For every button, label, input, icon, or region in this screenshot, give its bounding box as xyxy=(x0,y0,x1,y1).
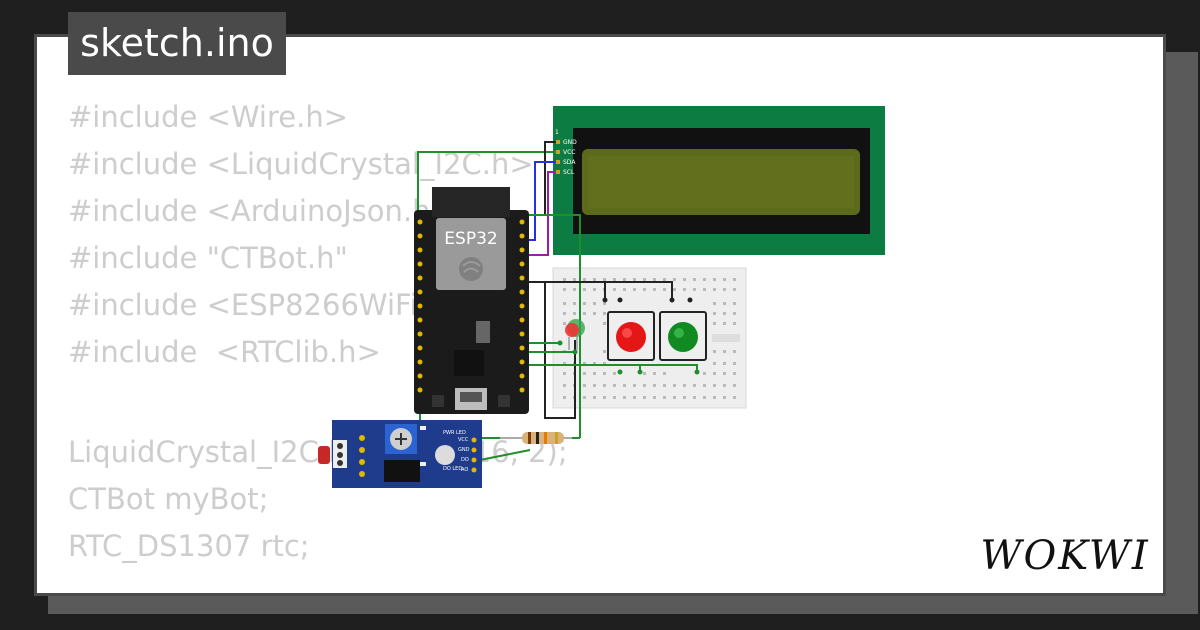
lcd-pin-vcc: VCC xyxy=(563,149,575,156)
lcd-display[interactable] xyxy=(553,106,885,255)
code-line: RTC_DS1307 rtc; xyxy=(68,529,310,563)
ldr-pin-gnd: GND xyxy=(458,447,470,453)
wokwi-logo: WOKWI xyxy=(980,533,1149,579)
ldr-pwr-led-label: PWR LED xyxy=(443,430,466,436)
ldr-labels: PWR LED DO LED VCC GND DO AO xyxy=(443,430,470,473)
resistor[interactable] xyxy=(500,432,572,444)
code-line: #include <Wire.h> xyxy=(68,100,349,134)
ldr-sensor-module[interactable] xyxy=(318,420,482,488)
lcd-pin-index: 1 xyxy=(555,129,559,136)
code-editor: #include <Wire.h> #include <LiquidCrysta… xyxy=(68,100,828,590)
esp32-label: ESP32 xyxy=(444,229,497,249)
lcd-pin-scl: SCL xyxy=(563,169,575,176)
code-line: CTBot myBot; xyxy=(68,482,269,516)
ldr-do-led-label: DO LED xyxy=(443,466,462,472)
code-line: #include <LiquidCrystal_I2C.h> xyxy=(68,147,534,181)
red-push-button[interactable] xyxy=(607,311,655,361)
file-tab[interactable]: sketch.ino xyxy=(68,12,286,75)
lcd-pin-sda: SDA xyxy=(563,159,576,166)
ldr-pin-do: DO xyxy=(461,457,469,463)
lcd-pin-labels: 1 GND VCC SDA SCL xyxy=(555,129,577,176)
code-line: #include "CTBot.h" xyxy=(68,241,348,275)
wokwi-logo-text: WOKWI xyxy=(980,533,1149,579)
lcd-pin-gnd: GND xyxy=(563,139,577,146)
ldr-pin-ao: AO xyxy=(461,467,468,473)
code-line: #include <ArduinoJson.h> xyxy=(68,194,455,228)
green-push-button[interactable] xyxy=(659,311,707,361)
ldr-pin-vcc: VCC xyxy=(458,437,469,443)
code-line: #include <RTClib.h> xyxy=(68,335,381,369)
led[interactable] xyxy=(565,319,585,350)
esp32-board[interactable]: ESP32 xyxy=(414,187,529,414)
